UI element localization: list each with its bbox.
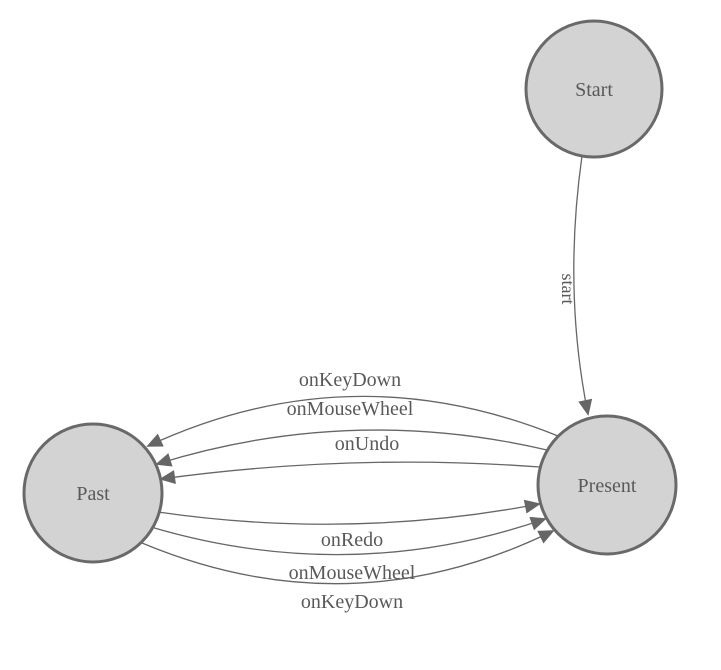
edge-present-to-past-onundo: [159, 461, 541, 485]
node-present: Present: [536, 414, 678, 556]
node-past: Past: [22, 422, 164, 564]
edge-label-onredo: onRedo: [321, 529, 383, 551]
edge-past-to-present-onredo: [157, 499, 541, 525]
edge-label-onmousewheel-bottom: onMouseWheel: [289, 562, 416, 584]
edge-label-onundo: onUndo: [335, 433, 399, 455]
node-start-circle: [524, 19, 664, 159]
edge-label-onkeydown-top: onKeyDown: [299, 369, 401, 391]
node-present-circle: [536, 414, 678, 556]
edge-present-to-past-onkeydown: [146, 395, 559, 447]
node-present-label: Present: [578, 475, 637, 497]
edge-label-start: start: [558, 274, 578, 305]
node-past-label: Past: [76, 483, 110, 505]
node-past-circle: [22, 422, 164, 564]
node-start-label: Start: [575, 79, 613, 101]
edge-label-onmousewheel-top: onMouseWheel: [287, 398, 414, 420]
node-start: Start: [524, 19, 664, 159]
edge-present-to-past-onmousewheel: [155, 429, 548, 467]
edge-past-to-present-onmousewheel: [150, 516, 547, 556]
edge-past-to-present-onkeydown: [141, 530, 555, 585]
edge-start-to-present: [573, 155, 593, 416]
edge-label-onkeydown-bottom: onKeyDown: [301, 591, 403, 613]
